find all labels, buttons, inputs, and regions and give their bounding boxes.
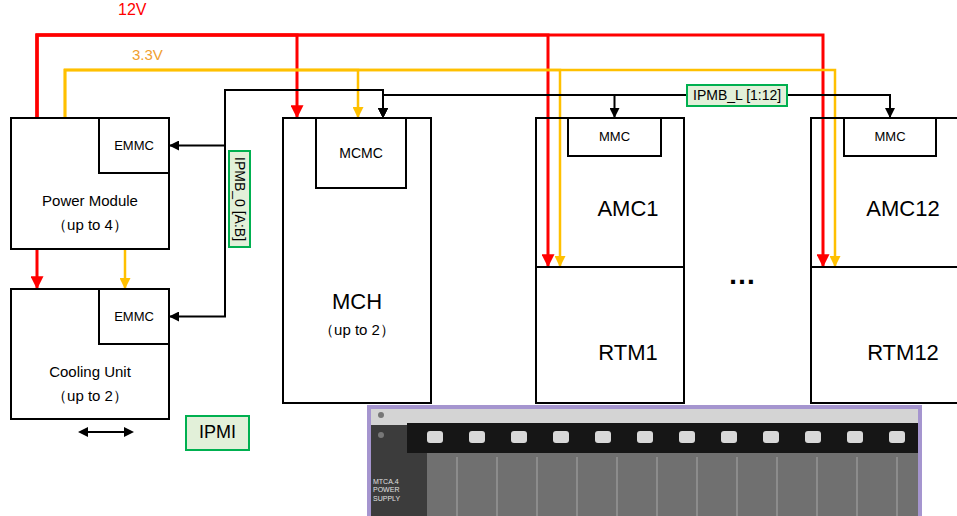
connector (124, 250, 127, 288)
text-area: Cooling Unit （up to 2） (12, 348, 168, 420)
chassis-photo (367, 405, 922, 516)
cooling-unit: Cooling Unit （up to 2） EMMC (10, 288, 170, 420)
legend-arrow (76, 422, 136, 442)
legend-arrow-head (124, 427, 134, 437)
bracket-slot (679, 431, 695, 443)
connector (383, 95, 615, 117)
legend-arrow-head (78, 427, 88, 437)
rtm-card: RTM1 (535, 266, 685, 404)
connector (383, 95, 890, 117)
node-title: AMC12 (866, 196, 939, 222)
text-area: AMC1 (575, 189, 681, 229)
bracket-slot (427, 431, 443, 443)
photo-rail (427, 453, 920, 516)
text-area: MCH （up to 2） (284, 279, 430, 349)
connector (65, 70, 835, 266)
emmc-box: EMMC (98, 288, 170, 345)
node-title: Cooling Unit (49, 363, 131, 381)
connector (65, 70, 358, 117)
bus-label: IPMB_L [1:12] (686, 84, 788, 107)
text-area: AMC12 (850, 189, 956, 229)
connector (36, 250, 39, 288)
cable-bracket (407, 423, 920, 453)
text-area: Power Module （up to 4） (12, 177, 168, 249)
bracket-slot (553, 431, 569, 443)
mmc-box: MMC (567, 117, 662, 157)
connector (37, 35, 297, 117)
photo-screw (378, 432, 384, 438)
bracket-slot (889, 431, 905, 443)
photo-top-strip (369, 407, 920, 425)
text-area: EMMC (100, 119, 168, 172)
mmc-box: MMC (843, 117, 937, 157)
bracket-slot (847, 431, 863, 443)
bracket-slot (469, 431, 485, 443)
bus-label: IPMB_0 [A:B] (228, 150, 251, 248)
legend-text: IPMI (185, 415, 250, 451)
node-title: MMC (599, 129, 630, 145)
bracket-slot (721, 431, 737, 443)
amc-card: AMC1 MMC (535, 117, 685, 268)
node-title: Power Module (42, 192, 138, 210)
node-title: MCH (332, 289, 382, 315)
node-title: MCMC (339, 145, 383, 162)
voltage-label: 3.3V (132, 46, 163, 64)
text-area: MCMC (317, 119, 405, 187)
photo-ground (367, 405, 922, 516)
rtm-card: RTM12 (810, 266, 957, 404)
text-area: EMMC (100, 290, 168, 343)
node-title: RTM12 (867, 340, 939, 366)
node-subtitle: （up to 2） (52, 387, 128, 405)
legend-arrow-line (86, 431, 126, 433)
connector (170, 90, 383, 317)
text-area: MMC (845, 119, 935, 155)
bracket-slot (511, 431, 527, 443)
bracket-slot (805, 431, 821, 443)
node-subtitle: （up to 2） (319, 321, 395, 339)
ellipsis: … (728, 258, 756, 292)
voltage-label: 12V (118, 0, 146, 19)
node-title: MMC (874, 129, 905, 145)
text-area: RTM12 (850, 333, 956, 373)
text-area: MMC (569, 119, 660, 155)
power-module: Power Module （up to 4） EMMC (10, 117, 170, 250)
amc-card: AMC12 MMC (810, 117, 957, 268)
emmc-box: EMMC (98, 117, 170, 174)
node-title: EMMC (114, 138, 154, 154)
node-subtitle: （up to 4） (52, 216, 128, 234)
node-title: EMMC (114, 309, 154, 325)
photo-screw (378, 412, 384, 418)
connector (65, 70, 560, 266)
photo-text: MTCA.4 POWER SUPPLY (373, 478, 417, 503)
bracket-slot (763, 431, 779, 443)
bracket-slot (595, 431, 611, 443)
photo-frame (369, 407, 920, 516)
node-title: AMC1 (597, 196, 658, 222)
mch-box: MCH （up to 2） MCMC (282, 117, 432, 404)
mcmc-box: MCMC (315, 117, 407, 189)
text-area: RTM1 (575, 333, 681, 373)
node-title: RTM1 (598, 340, 658, 366)
bracket-slot (637, 431, 653, 443)
photo-slot-lines (457, 457, 897, 516)
